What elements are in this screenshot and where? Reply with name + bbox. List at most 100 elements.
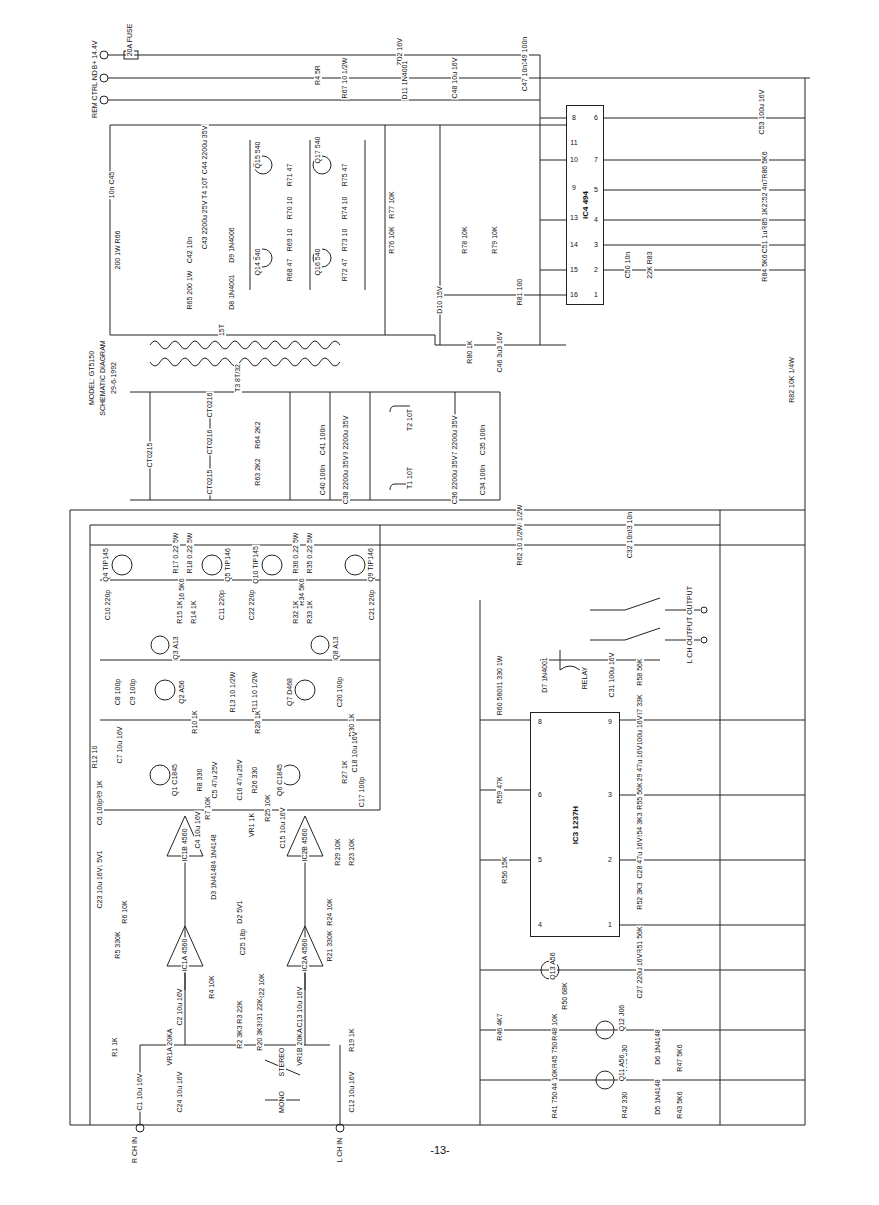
component-label: C5 47u 25V	[211, 761, 219, 800]
component-label: R60 560	[496, 688, 504, 716]
component-label: C32 10n	[626, 531, 634, 559]
component-label: D9 1N4006	[228, 226, 236, 263]
component-label: C42 10n	[186, 236, 194, 264]
component-label: C16 47u 25V	[236, 759, 244, 802]
component-label: C48 10u 16V	[451, 57, 459, 100]
component-label: R64 2K2	[254, 420, 262, 449]
component-label: C36 2200u 35V	[451, 455, 459, 506]
component-label: B+ 14.4V	[91, 40, 99, 71]
component-label: 9	[571, 184, 577, 192]
component-label: R4 5R	[314, 64, 322, 86]
component-label: 4	[593, 216, 599, 224]
component-label: R46 4K7	[496, 1012, 504, 1041]
component-label: 29-6-1992	[110, 361, 118, 395]
component-label: 5	[537, 856, 543, 864]
component-label: C2 10u 16V	[176, 988, 184, 1027]
component-label: R28 1K	[254, 709, 262, 734]
component-label: C22 220p	[248, 589, 256, 621]
component-label: 3	[593, 241, 599, 249]
component-label: C21 220p	[368, 589, 376, 621]
component-label: R56 15K	[501, 855, 509, 884]
component-label: 4	[537, 921, 543, 929]
component-label: C1 10u 16V	[136, 1073, 144, 1112]
component-label: R33 1K	[306, 599, 314, 624]
component-label: R6 10K	[121, 899, 129, 924]
component-label: C13 10u 16V	[296, 986, 304, 1029]
component-label: Q14 540	[254, 248, 262, 277]
component-label: RELAY	[581, 666, 589, 690]
component-label: C51 1u	[761, 230, 769, 255]
component-label: R3 22K	[236, 999, 244, 1024]
component-label: D3 1N4148	[210, 863, 218, 900]
component-label: VR1 1K	[248, 812, 256, 838]
component-label: R67 10 1/2W	[341, 57, 349, 100]
component-label: 8	[571, 114, 577, 122]
component-label: C44 2200u 35V	[201, 125, 209, 176]
component-label: R81 100	[516, 278, 524, 306]
component-label: R2 3K3	[236, 1024, 244, 1049]
component-label: Q8 A13	[332, 635, 340, 660]
component-label: R86 5K6	[761, 150, 769, 179]
component-label: Q6 C1845	[276, 763, 284, 797]
component-label: R47 5K6	[676, 1043, 684, 1072]
component-label: R79 10K	[491, 225, 499, 254]
component-label: Q12 J06	[618, 1004, 626, 1032]
component-label: R68 47	[286, 258, 294, 283]
component-label: R4 10K	[208, 974, 216, 999]
component-label: C34 100n	[479, 464, 487, 496]
component-label: T2 10T	[406, 408, 414, 432]
component-label: R73 10	[341, 228, 349, 253]
component-label: 6	[537, 791, 543, 799]
component-label: C40 100n	[319, 464, 327, 496]
component-label: C6 100p	[96, 798, 104, 826]
component-label: R50 68K	[561, 981, 569, 1010]
component-label: R55 56K	[636, 781, 644, 810]
component-label: R41 750	[551, 1091, 559, 1119]
component-label: D6 1N4148	[654, 1028, 662, 1065]
component-label: R70 10	[286, 196, 294, 221]
component-label: R36 0.22 5W	[292, 532, 300, 575]
component-label: 13	[569, 214, 579, 222]
component-label: 7	[593, 156, 599, 164]
component-label: MODEL: GT5150	[88, 350, 96, 406]
component-label: IC2B 4560	[301, 827, 309, 862]
component-label: R76 10K	[388, 225, 396, 254]
component-label: Q11 A56	[618, 1054, 626, 1083]
component-label: R29 10K	[334, 837, 342, 866]
component-label: C25 18p	[239, 928, 247, 956]
component-label: C23 10u 16V	[96, 867, 104, 910]
component-label: Q4 TIP145	[102, 547, 110, 583]
component-label: C47 10n	[521, 64, 529, 92]
component-label: C9 100p	[129, 678, 137, 706]
component-label: C11 220p	[218, 589, 226, 621]
ic-package: IC4 494	[566, 105, 604, 305]
component-label: Q9 TIP146	[367, 547, 375, 583]
component-label: R74 10	[341, 196, 349, 221]
component-label: C4 10u 16V	[194, 811, 202, 850]
component-label: D2 5V1	[236, 899, 244, 924]
component-label: R65 200 1W	[186, 270, 194, 311]
component-label: Q13 A56	[549, 951, 557, 980]
component-label: R19 1K	[348, 1027, 356, 1052]
component-label: L CH IN	[336, 1137, 344, 1164]
component-label: R42 330	[621, 1091, 629, 1119]
component-label: C53 100u 16V	[758, 89, 766, 136]
component-label: 8	[537, 718, 543, 726]
component-label: R11 10 1/2W	[251, 671, 259, 713]
component-label: T1 10T	[406, 466, 414, 490]
component-label: R23 10K	[348, 837, 356, 866]
component-label: CT0215	[206, 469, 214, 496]
component-label: IC1B 4560	[181, 827, 189, 862]
component-label: Q16 540	[314, 248, 322, 277]
component-label: 1	[593, 291, 599, 299]
component-label: D10 15V	[436, 285, 444, 314]
component-label: D7 1N4001	[541, 656, 549, 693]
component-label: 200 1W R66	[114, 230, 122, 271]
component-label: 2	[607, 856, 613, 864]
component-label: R CH IN	[131, 1136, 139, 1164]
component-label: R80 1K	[466, 339, 474, 364]
component-label: C20 100p	[336, 676, 344, 708]
component-label: R85 1K2	[761, 202, 769, 231]
component-label: 1	[607, 921, 613, 929]
component-label: R84 5K6	[761, 253, 769, 282]
